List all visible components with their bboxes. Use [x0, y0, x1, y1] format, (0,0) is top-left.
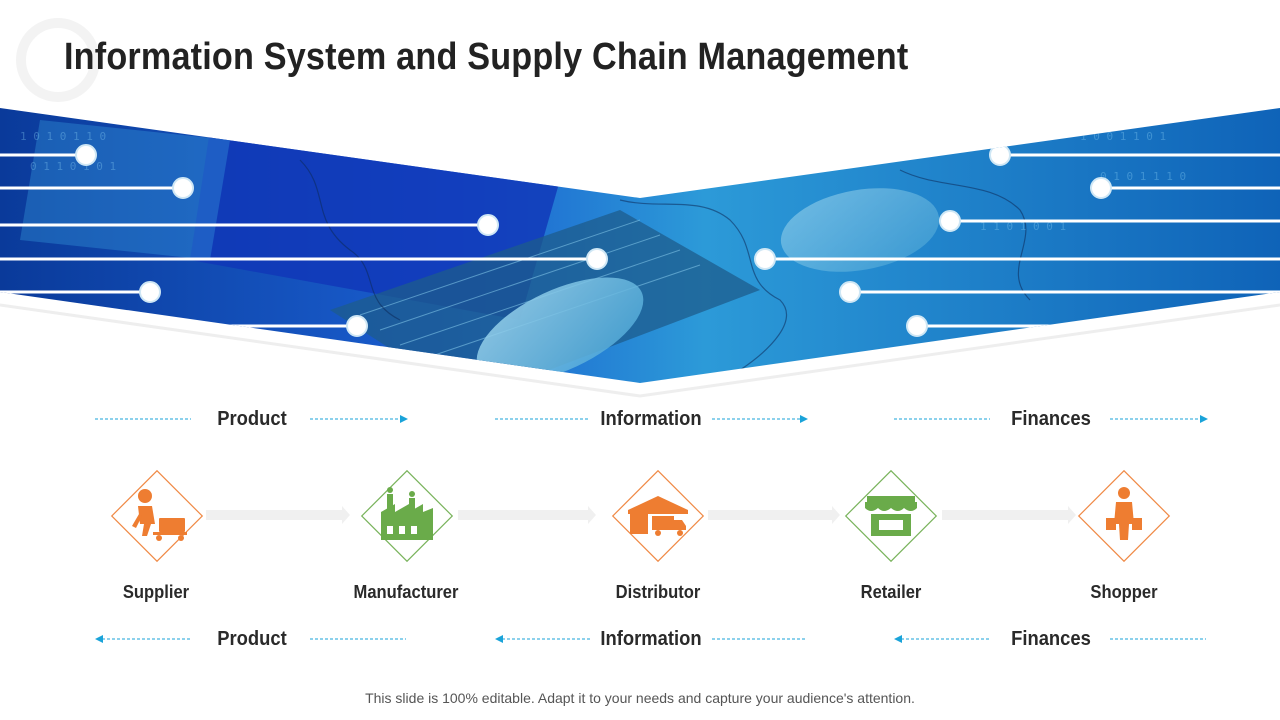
- svg-text:0 1 0 1 1 1 0: 0 1 0 1 1 1 0: [1100, 170, 1186, 183]
- node-label-manufacturer: Manufacturer: [353, 582, 459, 602]
- flow-row-top: Product Information Finances: [0, 402, 1280, 436]
- banner-image: 1 0 1 0 1 1 0 0 1 1 0 1 0 1 1 0 0 1 1 0 …: [0, 108, 1280, 398]
- storefront-icon[interactable]: [841, 466, 941, 566]
- svg-text:0 1 1 0 1 0 1: 0 1 1 0 1 0 1: [30, 160, 116, 173]
- factory-icon[interactable]: [357, 466, 457, 566]
- arrow-left-icon: [95, 635, 103, 643]
- shopper-with-bags-icon[interactable]: [1074, 466, 1174, 566]
- flow-row-bottom: Product Information Finances: [0, 622, 1280, 656]
- svg-text:1 1 0 1 0 0 1: 1 1 0 1 0 0 1: [980, 220, 1066, 233]
- arrow-left-icon: [495, 635, 503, 643]
- flow-arrows-top: [95, 415, 1208, 423]
- node-connectors: [206, 506, 1076, 524]
- flow-bottom-product: Product: [217, 628, 287, 650]
- arrow-right-icon: [800, 415, 808, 423]
- node-label-retailer: Retailer: [860, 582, 922, 602]
- flow-top-information: Information: [600, 408, 702, 430]
- flow-bottom-information: Information: [600, 628, 702, 650]
- flow-bottom-finances: Finances: [1011, 628, 1091, 650]
- warehouse-truck-icon[interactable]: [608, 466, 708, 566]
- decorative-ring: [16, 18, 100, 102]
- arrow-right-icon: [1200, 415, 1208, 423]
- arrow-right-icon: [400, 415, 408, 423]
- svg-text:1 0 1 0 1 1 0: 1 0 1 0 1 1 0: [20, 130, 106, 143]
- svg-text:1 0 0 1 1 0 1: 1 0 0 1 1 0 1: [1080, 130, 1166, 143]
- flow-arrows-bottom: [95, 635, 1206, 643]
- node-label-distributor: Distributor: [615, 582, 701, 602]
- footer-note: This slide is 100% editable. Adapt it to…: [365, 690, 915, 706]
- node-label-supplier: Supplier: [122, 582, 190, 602]
- page-title: Information System and Supply Chain Mana…: [64, 36, 909, 78]
- flow-top-product: Product: [217, 408, 287, 430]
- node-label-shopper: Shopper: [1090, 582, 1158, 602]
- flow-top-finances: Finances: [1011, 408, 1091, 430]
- worker-with-cart-icon[interactable]: [107, 466, 207, 566]
- arrow-left-icon: [894, 635, 902, 643]
